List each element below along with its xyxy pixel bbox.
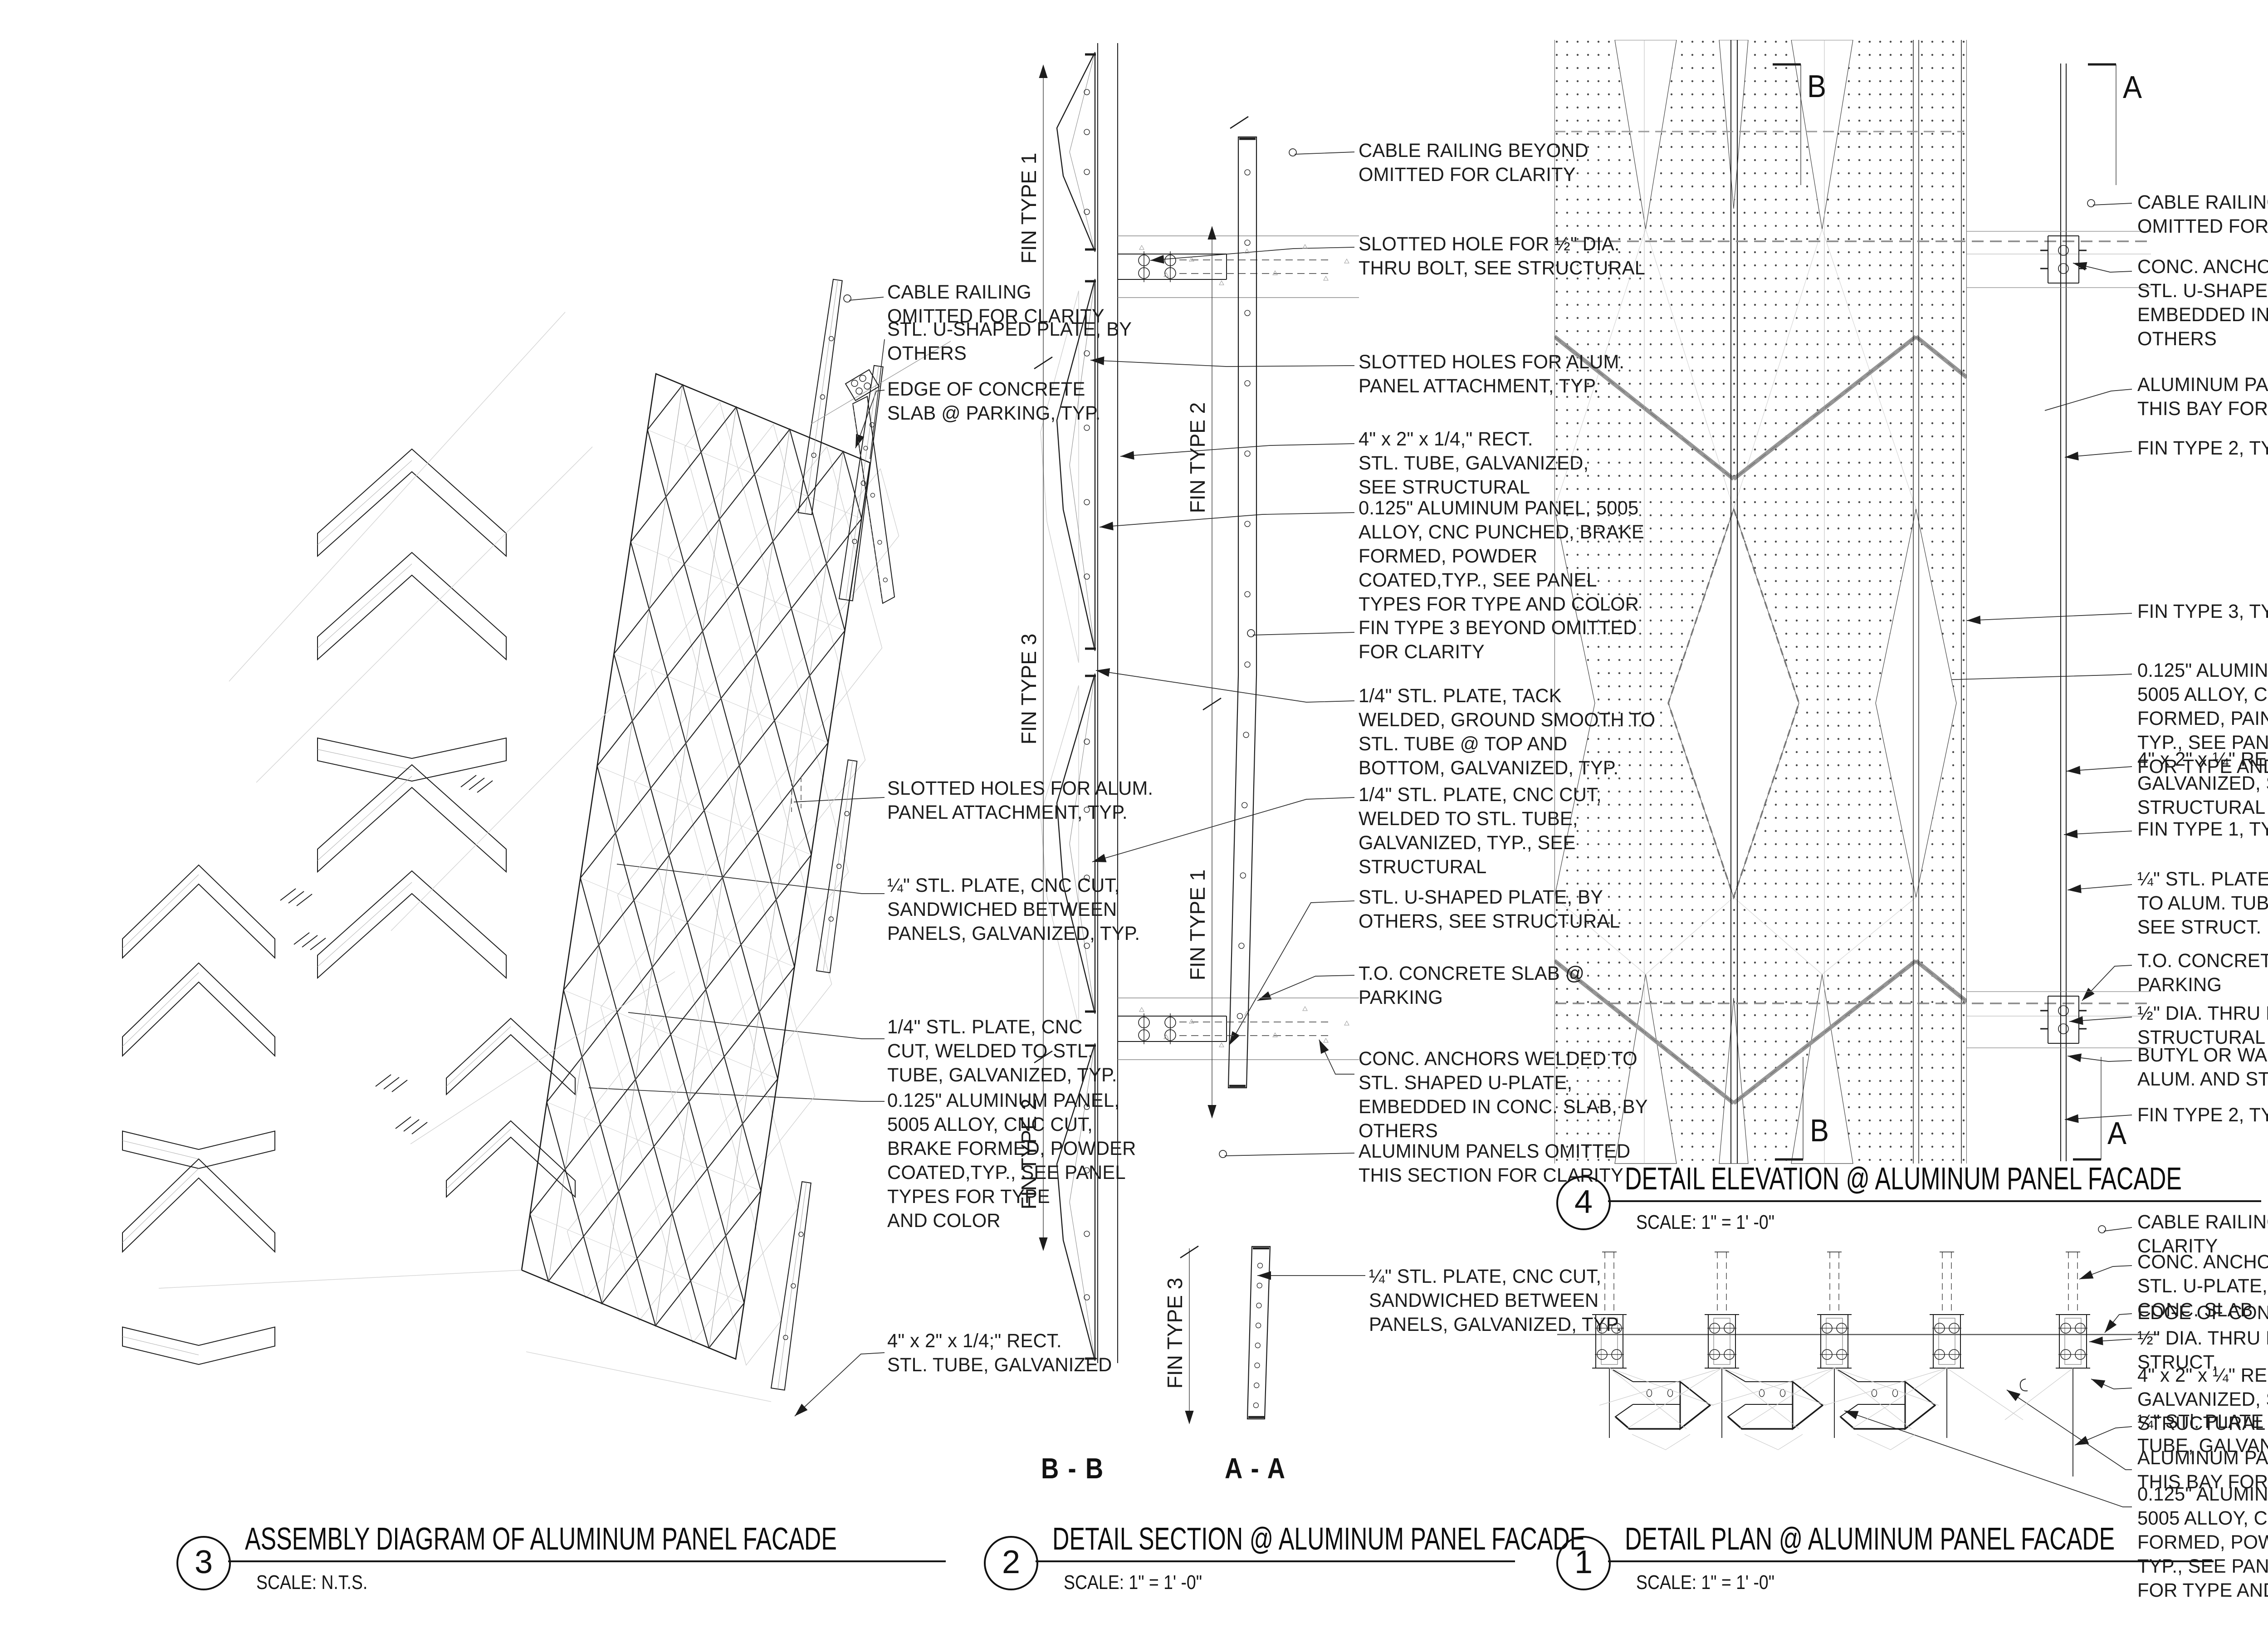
fin-type-label: FIN TYPE 2: [1017, 1098, 1041, 1210]
annotation-elevation: T.O. CONCRETE SLAB @ PARKING: [2137, 950, 2268, 996]
annotation-elevation: ¼" STL. PLATE STITCH WELDED TO ALUM. TUB…: [2137, 868, 2268, 938]
annotation-section: 0.125" ALUMINUM PANEL, 5005 ALLOY, CNC P…: [1359, 497, 1644, 615]
annotation-assembly: 4" x 2" x 1/4;" RECT. STL. TUBE, GALVANI…: [887, 1330, 1112, 1376]
section-marker: B: [1810, 1113, 1829, 1148]
annotation-plan: 0.125" ALUMINUM PANEL, 5005 ALLOY, CNC C…: [2137, 1483, 2268, 1601]
annotation-section: SLOTTED HOLES FOR ALUM. PANEL ATTACHMENT…: [1359, 351, 1625, 397]
annotation-assembly: 0.125" ALUMINUM PANEL, 5005 ALLOY, CNC C…: [887, 1090, 1136, 1232]
annotation-elevation: ALUMINUM PANELS OMITTED THIS BAY FOR CLA…: [2137, 374, 2268, 420]
annotation-assembly: STL. U-SHAPED PLATE, BY OTHERS: [887, 318, 1132, 364]
annotation-assembly: CABLE RAILING OMITTED FOR CLARITY: [887, 281, 1105, 327]
annotation-plan: EDGE OF CONC. SLAB: [2137, 1302, 2268, 1324]
fin-type-label: FIN TYPE 1: [1017, 152, 1041, 264]
detail-title: DETAIL PLAN @ ALUMINUM PANEL FACADE: [1625, 1521, 2115, 1556]
annotation-elevation: CABLE RAILING BEYOND OMITTED FOR CLARITY…: [2137, 191, 2268, 237]
detail-scale: SCALE: 1" = 1' -0": [1636, 1211, 1774, 1233]
detail-scale: SCALE: 1" = 1' -0": [1064, 1571, 1202, 1594]
fin-type-label: FIN TYPE 3: [1163, 1277, 1187, 1389]
annotation-section: 1/4" STL. PLATE, CNC CUT, WELDED TO STL.…: [1359, 784, 1602, 878]
detail-title: DETAIL ELEVATION @ ALUMINUM PANEL FACADE: [1625, 1161, 2182, 1196]
section-marker: B: [1807, 68, 1827, 104]
annotation-plan: ½" DIA. THRU BOLT, SEE STRUCT.: [2137, 1327, 2268, 1373]
annotation-section: ¼" STL. PLATE, CNC CUT, SANDWICHED BETWE…: [1369, 1266, 1622, 1335]
annotation-plan: CONC. ANCHORS WELDED TO STL. U-PLATE, EM…: [2137, 1251, 2268, 1321]
annotation-assembly: EDGE OF CONCRETE SLAB @ PARKING, TYP.: [887, 378, 1101, 424]
annotation-section: T.O. CONCRETE SLAB @ PARKING: [1359, 963, 1585, 1008]
section-cut-label: B - B: [1041, 1452, 1105, 1485]
detail-number-circle: 3: [176, 1536, 231, 1590]
annotation-elevation: BUTYL OR WASHER BETWEEN ALUM. AND STEEL,…: [2137, 1044, 2268, 1090]
annotation-section: FIN TYPE 3 BEYOND OMITTED FOR CLARITY: [1359, 617, 1637, 663]
fin-type-label: FIN TYPE 2: [1186, 402, 1209, 513]
annotation-elevation: CONC. ANCHORS WELDED TO STL. U-SHAPED PL…: [2137, 256, 2268, 350]
annotation-section: CABLE RAILING BEYOND OMITTED FOR CLARITY: [1359, 140, 1589, 186]
annotation-elevation: FIN TYPE 2, TYP.: [2137, 437, 2268, 459]
detail-title: DETAIL SECTION @ ALUMINUM PANEL FACADE: [1052, 1521, 1586, 1556]
detail-number-circle: 2: [984, 1536, 1038, 1590]
annotation-plan: CABLE RAILING OMITTED FOR CLARITY: [2137, 1211, 2268, 1257]
annotation-assembly: 1/4" STL. PLATE, CNC CUT, WELDED TO STL.…: [887, 1016, 1117, 1086]
detail-number-circle: 1: [1556, 1536, 1611, 1590]
title-underline: [1608, 1560, 2214, 1562]
section-marker: A: [2107, 1115, 2127, 1151]
annotation-section: CONC. ANCHORS WELDED TO STL. SHAPED U-PL…: [1359, 1048, 1648, 1142]
section-cut-label: A - A: [1225, 1452, 1286, 1485]
fin-type-label: FIN TYPE 1: [1186, 869, 1209, 981]
section-marker: A: [2123, 69, 2142, 105]
annotation-plan: ALUMINUM PANELS OMITTED THIS BAY FOR CLA…: [2137, 1447, 2268, 1493]
annotation-elevation: FIN TYPE 1, TYP.: [2137, 818, 2268, 840]
detail-scale: SCALE: 1" = 1' -0": [1636, 1571, 1774, 1594]
annotation-section: 4" x 2" x 1/4," RECT. STL. TUBE, GALVANI…: [1359, 428, 1589, 498]
annotation-section: STL. U-SHAPED PLATE, BY OTHERS, SEE STRU…: [1359, 886, 1620, 932]
annotation-elevation: ½" DIA. THRU BOLT, SEE STRUCTURAL: [2137, 1002, 2268, 1048]
annotation-assembly: ¼" STL. PLATE, CNC CUT, SANDWICHED BETWE…: [887, 875, 1140, 944]
fin-type-label: FIN TYPE 3: [1017, 633, 1041, 745]
title-underline: [1036, 1560, 1515, 1562]
annotation-plan: 4" x 2" x ¼" RECT. STL.. TUBE, GALVANIZE…: [2137, 1364, 2268, 1434]
detail-scale: SCALE: N.T.S.: [256, 1571, 368, 1594]
annotation-plan: ¼" STl. PLATE WELDED TO STL. TUBE, GALVA…: [2137, 1411, 2268, 1457]
annotation-assembly: SLOTTED HOLES FOR ALUM. PANEL ATTACHMENT…: [887, 777, 1154, 823]
detail-number-circle: 4: [1556, 1176, 1611, 1230]
title-underline: [228, 1560, 946, 1562]
annotation-elevation: 0.125" ALUMINUM PANEL, 5005 ALLOY, CNC C…: [2137, 660, 2268, 777]
annotation-elevation: FIN TYPE 2, TYP.: [2137, 1104, 2268, 1126]
annotation-elevation: 4" x 2" x ¼" RECT. STL. TUBE, GALVANIZED…: [2137, 748, 2268, 818]
title-underline: [1608, 1200, 2261, 1202]
annotation-section: SLOTTED HOLE FOR ½" DIA. THRU BOLT, SEE …: [1359, 233, 1646, 279]
annotation-elevation: FIN TYPE 3, TYP.: [2137, 601, 2268, 622]
annotation-section: 1/4" STL. PLATE, TACK WELDED, GROUND SMO…: [1359, 685, 1656, 779]
detail-title: ASSEMBLY DIAGRAM OF ALUMINUM PANEL FACAD…: [245, 1521, 837, 1556]
annotation-section: ALUMINUM PANELS OMITTED THIS SECTION FOR…: [1359, 1140, 1631, 1186]
